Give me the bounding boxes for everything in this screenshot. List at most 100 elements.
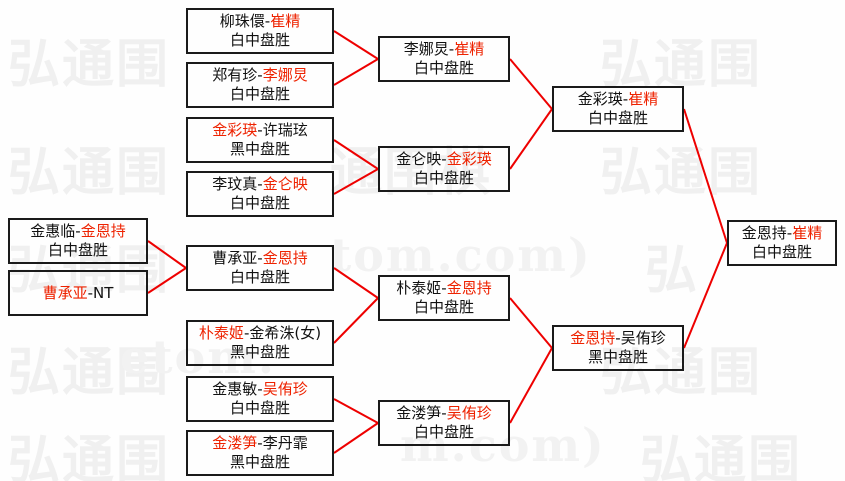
bracket-node-sf-2[interactable]: 金恩持-吴侑珍黑中盘胜 bbox=[552, 325, 684, 371]
match-result: 白中盘胜 bbox=[229, 31, 290, 49]
connector-line bbox=[333, 422, 379, 454]
player-two: 崔精 bbox=[270, 12, 301, 30]
match-players: 金溇笋-李丹霏 bbox=[212, 434, 307, 453]
match-players: 金惠敏-吴侑珍 bbox=[212, 380, 307, 399]
match-result: 白中盘胜 bbox=[751, 243, 812, 261]
bracket-node-r1-1[interactable]: 柳珠儇-崔精白中盘胜 bbox=[186, 8, 334, 54]
player-separator: - bbox=[786, 224, 793, 242]
player-one: 金恩持 bbox=[741, 224, 787, 242]
match-players: 曹承亚-金恩持 bbox=[212, 249, 307, 268]
player-one: 曹承亚 bbox=[42, 283, 88, 302]
connector-line bbox=[147, 240, 187, 269]
watermark-text: 弘通围 bbox=[8, 342, 171, 403]
player-separator: - bbox=[257, 121, 263, 139]
connector-line bbox=[333, 139, 379, 170]
watermark-text: tom.com) bbox=[330, 228, 592, 282]
connector-line bbox=[683, 108, 728, 244]
connector-line bbox=[333, 58, 379, 86]
player-two: 崔精 bbox=[792, 224, 823, 242]
connector-line bbox=[333, 398, 379, 424]
player-separator: - bbox=[441, 150, 447, 168]
player-separator: - bbox=[622, 90, 629, 108]
match-result: 白中盘胜 bbox=[413, 298, 474, 316]
player-one: 金彩瑛 bbox=[212, 121, 258, 139]
match-result: 黑中盘胜 bbox=[229, 343, 290, 361]
bracket-node-final[interactable]: 金恩持-崔精白中盘胜 bbox=[727, 220, 837, 266]
player-two: 金恩持 bbox=[80, 222, 126, 240]
player-one: 金惠敏 bbox=[212, 380, 258, 398]
player-two: 金仑映 bbox=[262, 175, 308, 193]
bracket-node-r1-4[interactable]: 李玟真-金仑映白中盘胜 bbox=[186, 171, 334, 217]
player-separator: - bbox=[257, 66, 263, 84]
player-two: 崔精 bbox=[628, 90, 659, 108]
match-players: 李娜炅-崔精 bbox=[404, 40, 484, 59]
player-separator: - bbox=[257, 249, 263, 267]
connector-line bbox=[683, 242, 728, 349]
bracket-node-r1-8[interactable]: 金溇笋-李丹霏黑中盘胜 bbox=[186, 430, 334, 476]
match-players: 朴泰姬-金希洙(女) bbox=[199, 324, 321, 343]
player-separator: - bbox=[615, 329, 621, 347]
match-players: 朴泰姬-金恩持 bbox=[396, 279, 491, 298]
bracket-node-pre-2[interactable]: 曹承亚-NT bbox=[8, 270, 148, 316]
player-one: 金恩持 bbox=[570, 329, 616, 347]
match-result: 白中盘胜 bbox=[47, 241, 108, 259]
bracket-node-r1-6[interactable]: 朴泰姬-金希洙(女)黑中盘胜 bbox=[186, 320, 334, 366]
watermark-text: 弘通围 bbox=[600, 142, 763, 203]
player-one: 朴泰姬 bbox=[198, 324, 244, 342]
bracket-node-r1-5[interactable]: 曹承亚-金恩持白中盘胜 bbox=[186, 245, 334, 291]
match-players: 金恩持-吴侑珍 bbox=[570, 329, 665, 348]
match-players: 金溇笋-吴侑珍 bbox=[396, 404, 491, 423]
player-two: 李娜炅 bbox=[262, 66, 308, 84]
match-result: 白中盘胜 bbox=[229, 268, 290, 286]
watermark-text: 弘通围 bbox=[8, 142, 171, 203]
player-one: 朴泰姬 bbox=[396, 279, 442, 297]
match-players: 曹承亚-NT bbox=[43, 284, 114, 303]
connector-line bbox=[147, 267, 187, 294]
player-separator: - bbox=[264, 12, 271, 30]
watermark-text: 弘通围 bbox=[8, 34, 171, 95]
bracket-node-r2-1[interactable]: 李娜炅-崔精白中盘胜 bbox=[378, 36, 510, 82]
player-one: 金彩瑛 bbox=[577, 90, 623, 108]
match-players: 金彩瑛-崔精 bbox=[578, 90, 658, 109]
match-result: 黑中盘胜 bbox=[229, 453, 290, 471]
connector-line bbox=[333, 168, 379, 195]
connector-line bbox=[509, 108, 553, 170]
watermark-text: 弘通围 bbox=[640, 430, 803, 481]
match-result: 白中盘胜 bbox=[413, 169, 474, 187]
player-separator: - bbox=[257, 380, 263, 398]
bracket-node-sf-1[interactable]: 金彩瑛-崔精白中盘胜 bbox=[552, 86, 684, 132]
bracket-node-r2-4[interactable]: 金溇笋-吴侑珍白中盘胜 bbox=[378, 400, 510, 446]
bracket-node-r1-2[interactable]: 郑有珍-李娜炅白中盘胜 bbox=[186, 62, 334, 108]
player-separator: - bbox=[257, 175, 263, 193]
bracket-node-r1-3[interactable]: 金彩瑛-许瑞玹黑中盘胜 bbox=[186, 117, 334, 163]
match-result: 白中盘胜 bbox=[229, 85, 290, 103]
player-one: 金溇笋 bbox=[212, 434, 258, 452]
bracket-node-pre-1[interactable]: 金惠临-金恩持白中盘胜 bbox=[8, 218, 148, 264]
match-result: 白中盘胜 bbox=[587, 109, 648, 127]
match-result: 黑中盘胜 bbox=[229, 140, 290, 158]
match-players: 金恩持-崔精 bbox=[742, 224, 822, 243]
player-one: 曹承亚 bbox=[212, 249, 258, 267]
player-one: 李娜炅 bbox=[403, 40, 449, 58]
bracket-node-r1-7[interactable]: 金惠敏-吴侑珍白中盘胜 bbox=[186, 376, 334, 422]
player-separator: - bbox=[243, 324, 250, 342]
bracket-node-r2-2[interactable]: 金仑映-金彩瑛白中盘胜 bbox=[378, 146, 510, 192]
player-two: 金恩持 bbox=[262, 249, 308, 267]
player-separator: - bbox=[75, 222, 81, 240]
player-one: 金仑映 bbox=[396, 150, 442, 168]
match-players: 金仑映-金彩瑛 bbox=[396, 150, 491, 169]
bracket-node-r2-3[interactable]: 朴泰姬-金恩持白中盘胜 bbox=[378, 275, 510, 321]
player-one: 柳珠儇 bbox=[219, 12, 265, 30]
player-two: 崔精 bbox=[454, 40, 485, 58]
player-two: 吴侑珍 bbox=[446, 404, 492, 422]
player-two: 金恩持 bbox=[446, 279, 492, 297]
connector-line bbox=[509, 347, 553, 424]
match-players: 郑有珍-李娜炅 bbox=[212, 66, 307, 85]
player-two: 吴侑珍 bbox=[620, 329, 666, 347]
player-one: 金惠临 bbox=[30, 222, 76, 240]
match-players: 金惠临-金恩持 bbox=[30, 222, 125, 241]
connector-line bbox=[333, 30, 379, 60]
match-result: 白中盘胜 bbox=[229, 194, 290, 212]
player-two: 吴侑珍 bbox=[262, 380, 308, 398]
